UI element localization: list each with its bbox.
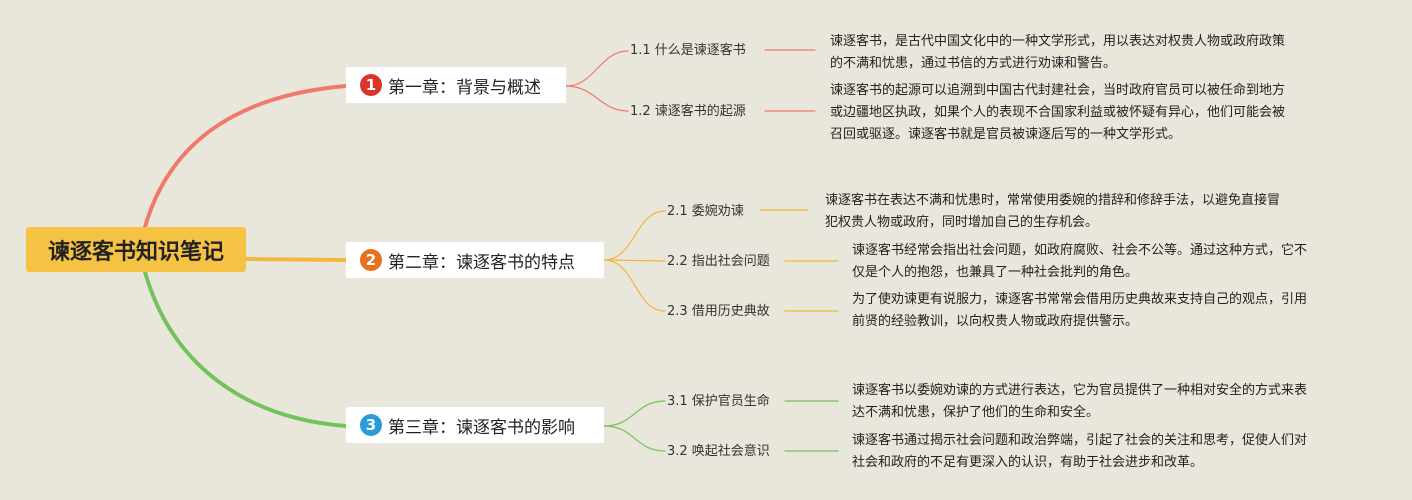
description-line: 召回或驱逐。谏逐客书就是官员被谏逐后写的一种文学形式。 bbox=[830, 127, 1182, 142]
subtopic-3-2[interactable]: 3.2 唤起社会意识 bbox=[667, 444, 770, 459]
sub-line-1-1 bbox=[565, 50, 629, 87]
description-1-1: 谏逐客书，是古代中国文化中的一种文学形式，用以表达对权贵人物或政府政策 的不满和… bbox=[830, 31, 1285, 75]
subtopic-1-2[interactable]: 1.2 谏逐客书的起源 bbox=[630, 104, 746, 119]
root-topic-label: 谏逐客书知识笔记 bbox=[47, 239, 224, 265]
description-line: 犯权贵人物或政府，同时增加自己的生存机会。 bbox=[825, 215, 1099, 230]
description-2-3: 为了使劝谏更有说服力，谏逐客书常常会借用历史典故来支持自己的观点，引用 前贤的经… bbox=[852, 289, 1307, 333]
description-line: 谏逐客书在表达不满和忧患时，常常使用委婉的措辞和修辞手法，以避免直接冒 bbox=[825, 193, 1281, 208]
sub-line-3-2 bbox=[603, 425, 666, 452]
description-line: 谏逐客书通过揭示社会问题和政治弊端，引起了社会的关注和思考，促使人们对 bbox=[852, 433, 1308, 448]
description-line: 谏逐客书的起源可以追溯到中国古代封建社会，当时政府官员可以被任命到地方 bbox=[830, 83, 1286, 98]
description-3-1: 谏逐客书以委婉劝谏的方式进行表达，它为官员提供了一种相对安全的方式来表 达不满和… bbox=[852, 380, 1307, 424]
root-topic[interactable]: 谏逐客书知识笔记 bbox=[26, 227, 246, 272]
description-line: 为了使劝谏更有说服力，谏逐客书常常会借用历史典故来支持自己的观点，引用 bbox=[852, 292, 1308, 307]
branch-line-2 bbox=[244, 257, 348, 262]
subtopic-2-3[interactable]: 2.3 借用历史典故 bbox=[667, 304, 770, 319]
branch-line-1 bbox=[143, 84, 348, 229]
subtopic-1-1[interactable]: 1.1 什么是谏逐客书 bbox=[630, 43, 746, 58]
number-badge-3: 3 bbox=[360, 414, 382, 436]
description-2-1: 谏逐客书在表达不满和忧患时，常常使用委婉的措辞和修辞手法，以避免直接冒 犯权贵人… bbox=[825, 190, 1280, 234]
description-line: 谏逐客书，是古代中国文化中的一种文学形式，用以表达对权贵人物或政府政策 bbox=[830, 34, 1286, 49]
description-line: 达不满和忧患，保护了他们的生命和安全。 bbox=[852, 405, 1100, 420]
description-line: 谏逐客书以委婉劝谏的方式进行表达，它为官员提供了一种相对安全的方式来表 bbox=[852, 383, 1308, 398]
description-line: 前贤的经验教训，以向权贵人物或政府提供警示。 bbox=[852, 314, 1139, 329]
description-line: 仅是个人的抱怨，也兼具了一种社会批判的角色。 bbox=[852, 265, 1139, 280]
chapter-2-node[interactable]: 2 第二章：谏逐客书的特点 bbox=[346, 242, 604, 278]
sub-line-3-1 bbox=[603, 400, 666, 427]
sub-line-2-2 bbox=[603, 259, 666, 262]
sub-line-2-1 bbox=[603, 210, 666, 261]
description-3-2: 谏逐客书通过揭示社会问题和政治弊端，引起了社会的关注和思考，促使人们对 社会和政… bbox=[852, 430, 1307, 474]
number-badge-1: 1 bbox=[360, 74, 382, 96]
subtopic-2-2[interactable]: 2.2 指出社会问题 bbox=[667, 254, 770, 269]
branch-line-3 bbox=[143, 270, 348, 428]
chapter-2-title: 第二章：谏逐客书的特点 bbox=[388, 252, 575, 273]
number-badge-2: 2 bbox=[360, 249, 382, 271]
subtopic-3-1[interactable]: 3.1 保护官员生命 bbox=[667, 394, 770, 409]
sub-line-2-3 bbox=[603, 259, 666, 312]
subtopic-2-1[interactable]: 2.1 委婉劝谏 bbox=[667, 204, 744, 219]
description-1-2: 谏逐客书的起源可以追溯到中国古代封建社会，当时政府官员可以被任命到地方 或边疆地… bbox=[830, 80, 1285, 146]
description-line: 或边疆地区执政，如果个人的表现不合国家利益或被怀疑有异心，他们可能会被 bbox=[830, 105, 1286, 120]
chapter-1-title: 第一章：背景与概述 bbox=[388, 77, 541, 98]
sub-line-1-2 bbox=[565, 85, 629, 112]
description-line: 的不满和忧患，通过书信的方式进行劝谏和警告。 bbox=[830, 56, 1117, 71]
chapter-1-node[interactable]: 1 第一章：背景与概述 bbox=[346, 67, 566, 103]
chapter-3-node[interactable]: 3 第三章：谏逐客书的影响 bbox=[346, 407, 604, 443]
chapter-3-title: 第三章：谏逐客书的影响 bbox=[388, 417, 575, 438]
description-line: 谏逐客书经常会指出社会问题，如政府腐败、社会不公等。通过这种方式，它不 bbox=[852, 243, 1308, 258]
description-line: 社会和政府的不足有更深入的认识，有助于社会进步和改革。 bbox=[852, 455, 1204, 470]
description-2-2: 谏逐客书经常会指出社会问题，如政府腐败、社会不公等。通过这种方式，它不 仅是个人… bbox=[852, 240, 1307, 284]
